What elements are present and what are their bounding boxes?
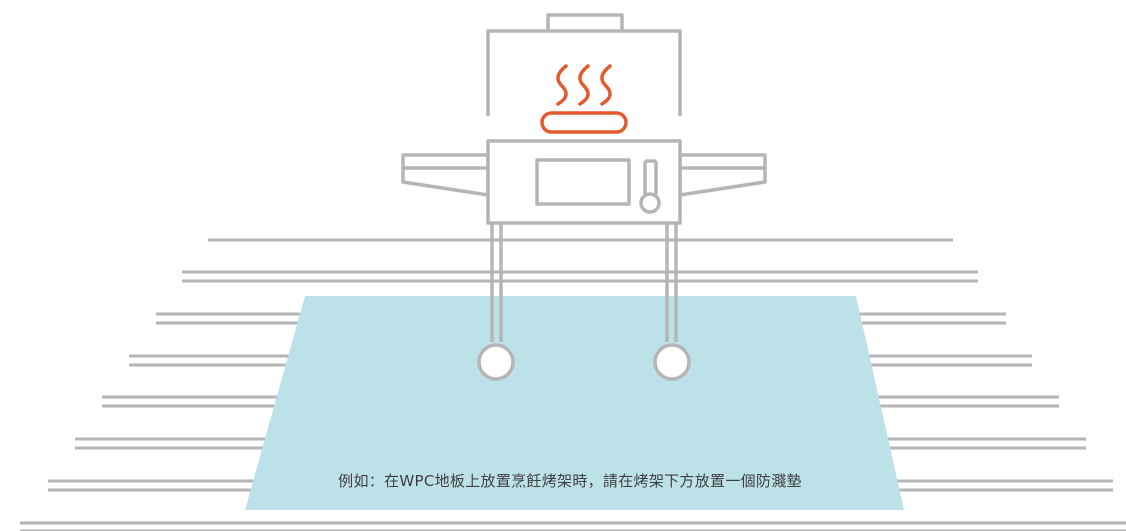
- steam-wave-3: [600, 64, 612, 106]
- grill-icon: [401, 13, 767, 381]
- grill-hood: [486, 29, 682, 116]
- grill-window: [535, 158, 631, 206]
- food-icon: [540, 111, 628, 134]
- left-wheel-icon: [477, 343, 515, 381]
- right-wheel-icon: [653, 343, 691, 381]
- thermometer-icon: [639, 159, 661, 214]
- splash-mat: [245, 296, 904, 510]
- steam-wave-1: [556, 64, 568, 106]
- left-side-shelf: [401, 153, 490, 197]
- hood-handle: [546, 13, 624, 31]
- caption-text: 例如：在WPC地板上放置烹飪烤架時，請在烤架下方放置一個防濺墊: [338, 472, 802, 490]
- steam-wave-2: [578, 64, 590, 106]
- steam-icon: [556, 64, 612, 106]
- right-side-shelf: [678, 153, 767, 197]
